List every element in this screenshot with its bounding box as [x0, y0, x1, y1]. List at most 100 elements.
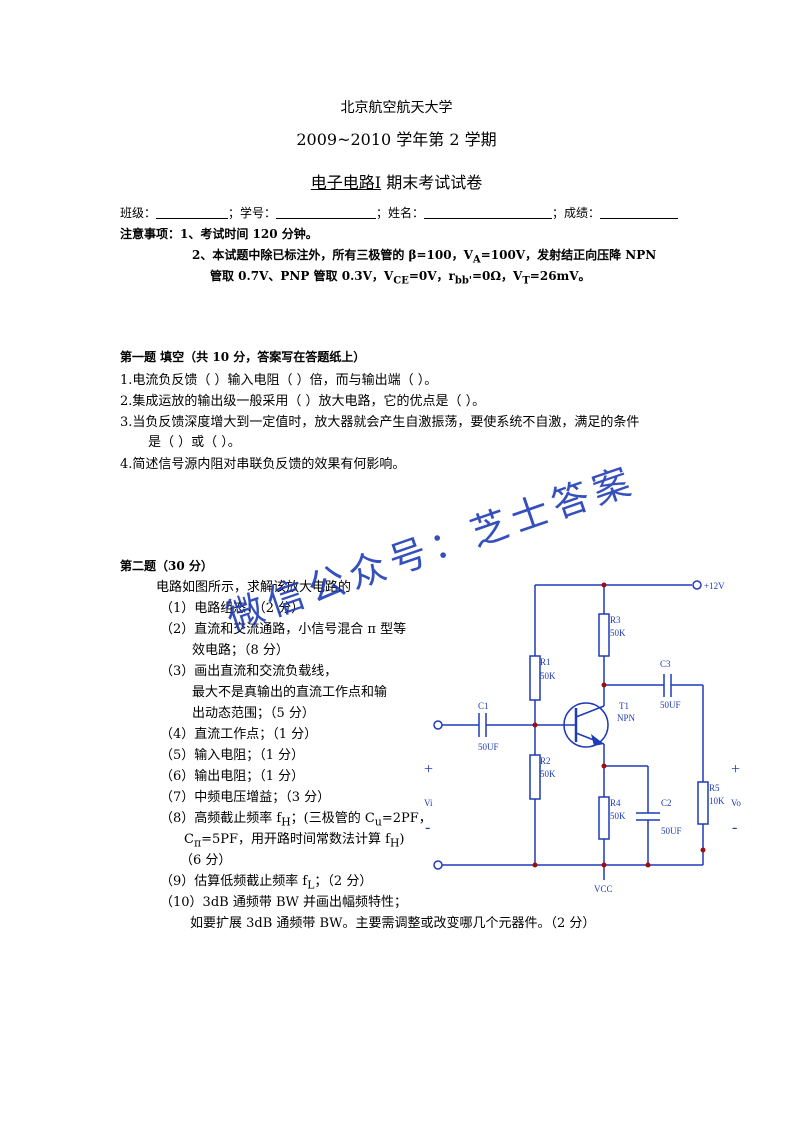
r2-label: R2 [540, 756, 551, 766]
q2-text: C [184, 832, 194, 847]
junction-dot [700, 847, 706, 853]
q2-item6: （6）输出电阻；（1 分） [160, 769, 305, 784]
q2-text: ；（2 分） [314, 874, 373, 889]
q2-text: ；(三极管的 C [290, 811, 375, 826]
q2-sub: H [389, 836, 400, 850]
notes-text: =26mV。 [529, 269, 591, 283]
course-name: 电子电路Ⅰ [310, 173, 382, 192]
score-blank[interactable] [600, 206, 679, 219]
name-blank[interactable] [424, 206, 553, 219]
input-ground-terminal [433, 860, 443, 870]
class-blank[interactable] [156, 206, 229, 219]
notes-sub: bb' [454, 275, 472, 287]
student-info-line: 班级： ；学号： ；姓名： ；成绩： [120, 204, 679, 221]
q2-item9: （9）估算低频截止频率 fL；（2 分） [160, 870, 372, 892]
id-label: ；学号： [228, 206, 277, 220]
c1-value: 50UF [478, 742, 499, 752]
q2-item1: （1）电路组态；（2 分） [160, 601, 305, 616]
q2-text: （8）高频截止频率 f [160, 811, 282, 826]
q2-sub: H [281, 815, 291, 829]
r1-body [529, 655, 541, 701]
q2-item7: （7）中频电压增益；（3 分） [160, 790, 331, 805]
r5-value: 10K [709, 796, 725, 806]
c3-label: C3 [660, 659, 671, 669]
q2-item3b: 最大不是真输出的直流工作点和输 [192, 685, 388, 700]
notes-sub: T [522, 275, 530, 287]
junction-dot [601, 763, 607, 769]
q1-line4: 4.简述信号源内阻对串联负反馈的效果有何影响。 [120, 457, 406, 472]
t1-collector [575, 705, 605, 718]
q2-item3: （3）画出直流和交流负载线， [160, 664, 338, 679]
r4-body [598, 796, 610, 840]
q2-sub: u [374, 815, 382, 829]
t1-envelope [563, 702, 609, 748]
junction-dot [532, 862, 538, 868]
notes-item1-text: 1、考试时间 120 分钟。 [180, 227, 318, 241]
r2-body [529, 754, 541, 800]
ground-label: VCC [594, 884, 613, 894]
q2-item3c: 出动态范围；（5 分） [192, 706, 315, 721]
id-blank[interactable] [276, 206, 377, 219]
q1-line2: 2.集成运放的输出级一般采用（ ）放大电路，它的优点是（ ）。 [120, 394, 486, 409]
t1-type: NPN [617, 713, 636, 723]
name-label: ；姓名： [376, 206, 425, 220]
q2-sub: π [193, 836, 202, 850]
t1-emitter-arrow [591, 734, 604, 746]
q2-sub: L [307, 878, 315, 892]
c3-value: 50UF [660, 700, 681, 710]
notes-text: 2、本试题中除已标注外，所有三极管的 β=100，V [192, 248, 473, 262]
junction-dot [601, 582, 607, 588]
q2-title: 第二题（30 分） [120, 559, 213, 573]
junction-dot [601, 682, 607, 688]
notes-sub: CE [393, 275, 409, 287]
score-label: ；成绩： [552, 206, 601, 220]
q1-line3: 3.当负反馈深度增大到一定值时，放大器就会产生自激振荡，要使系统不自激，满足的条… [120, 415, 640, 430]
q2-text: =5PF，用开路时间常数法计算 f [201, 832, 390, 847]
notes-text: =0V，r [408, 269, 455, 283]
vo-minus: - [732, 819, 737, 836]
r2-value: 50K [540, 769, 556, 779]
junction-dot [601, 862, 607, 868]
c2-value: 50UF [661, 826, 682, 836]
vi-label: Vi [424, 798, 433, 808]
r1-label: R1 [540, 657, 551, 667]
r5-body [697, 781, 709, 825]
t1-label: T1 [619, 701, 629, 711]
q2-item4: （4）直流工作点；（1 分） [160, 727, 318, 742]
vo-label: Vo [731, 798, 741, 808]
vi-minus: - [425, 819, 430, 836]
notes-text: 管取 0.7V、PNP 管取 0.3V，V [210, 269, 394, 283]
notes-item2-line1: 2、本试题中除已标注外，所有三极管的 β=100，VA=100V，发射结正向压降… [192, 246, 656, 265]
exam-name: 期末考试试卷 [381, 173, 483, 192]
r1-value: 50K [540, 671, 556, 681]
notes-item1: 注意事项：1、考试时间 120 分钟。 [120, 225, 318, 242]
input-terminal [433, 720, 443, 730]
q2-item8: （8）高频截止频率 fH；(三极管的 Cu=2PF， [160, 807, 432, 829]
q2-item8c: （6 分） [180, 853, 232, 868]
notes-text: =100V，发射结正向压降 NPN [480, 248, 657, 262]
notes-sub: A [472, 254, 481, 266]
exam-title: 电子电路Ⅰ 期末考试试卷 [0, 169, 793, 193]
q2-item5: （5）输入电阻；（1 分） [160, 748, 305, 763]
c1-label: C1 [478, 701, 489, 711]
junction-dots [532, 582, 706, 868]
vcc-label: +12V [704, 581, 725, 591]
r4-label: R4 [610, 798, 621, 808]
q2-text: =2PF， [381, 811, 432, 826]
junction-dot [532, 722, 538, 728]
q1-line3b: 是（ ）或（ ）。 [148, 435, 241, 450]
c2-label: C2 [661, 798, 672, 808]
q2-item10b: 如要扩展 3dB 通频带 BW。主要需调整或改变哪几个元器件。（2 分） [190, 916, 596, 931]
q2-item2b: 效电路；（8 分） [192, 643, 289, 658]
r5-label: R5 [709, 783, 720, 793]
r3-value: 50K [610, 628, 626, 638]
q2-intro: 电路如图所示，求解该放大电路的 [156, 580, 352, 595]
vi-plus: + [424, 761, 433, 778]
notes-text: =0Ω，V [471, 269, 523, 283]
q2-item2: （2）直流和交流通路，小信号混合 π 型等 [160, 622, 407, 637]
class-label: 班级： [120, 206, 157, 220]
term-title: 2009~2010 学年第 2 学期 [296, 130, 497, 149]
q2-item8b: Cπ=5PF，用开路时间常数法计算 fH) [184, 828, 404, 850]
vo-plus: + [731, 761, 740, 778]
notes-label: 注意事项： [120, 227, 181, 241]
